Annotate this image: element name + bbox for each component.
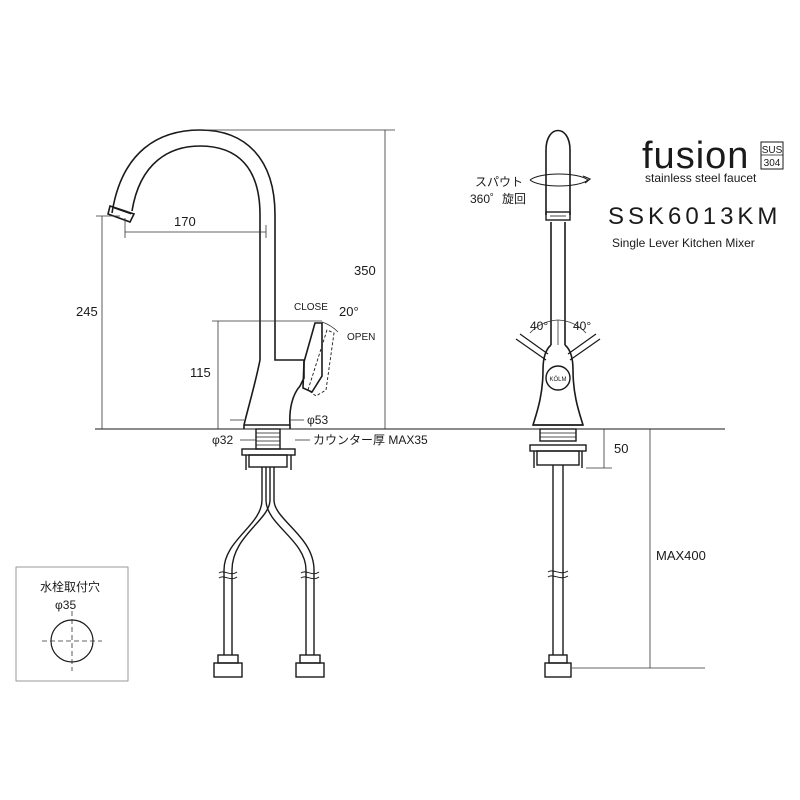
lever-angle-right: 40° (573, 319, 591, 333)
dim-shank-length-label: 50 (614, 441, 628, 456)
hole-diameter-label: φ35 (55, 598, 76, 612)
base-diameter-label: φ53 (307, 413, 328, 427)
side-view-dimensions (96, 129, 395, 441)
mounting-hole-box (15, 566, 129, 682)
badge-bottom: 304 (764, 158, 781, 169)
hole-box-title: 水栓取付穴 (40, 579, 100, 594)
dim-hose-length-label: MAX400 (656, 548, 706, 563)
counter-thickness-label: カウンター厚 MAX35 (313, 433, 428, 447)
spout-rotation-line1: スパウト (475, 175, 523, 189)
body-logo: KÖLM (549, 376, 566, 383)
model-number: SSK6013KM (608, 203, 781, 230)
dim-reach-label: 170 (174, 214, 196, 229)
front-view-faucet (515, 129, 601, 678)
product-description: Single Lever Kitchen Mixer (612, 236, 755, 250)
shank-diameter-label: φ32 (212, 433, 233, 447)
open-label: OPEN (347, 332, 375, 343)
spout-rotation-line2: 360゜旋回 (470, 192, 526, 206)
side-view-faucet (107, 129, 335, 678)
dim-handle-height-label: 115 (190, 365, 211, 380)
brand-tagline: stainless steel faucet (645, 171, 757, 185)
lever-angle-left: 40° (530, 319, 548, 333)
badge-top: SUS (762, 145, 783, 156)
close-label: CLOSE (294, 302, 328, 313)
brand-block: fusion SUS 304 stainless steel faucet SS… (608, 135, 784, 250)
dim-outlet-height-label: 245 (76, 304, 98, 319)
front-view-dimensions (572, 429, 705, 669)
sus304-badge (760, 141, 784, 170)
dim-height-total-label: 350 (354, 263, 376, 278)
handle-angle-label: 20° (339, 304, 359, 319)
brand-name: fusion (642, 135, 749, 177)
